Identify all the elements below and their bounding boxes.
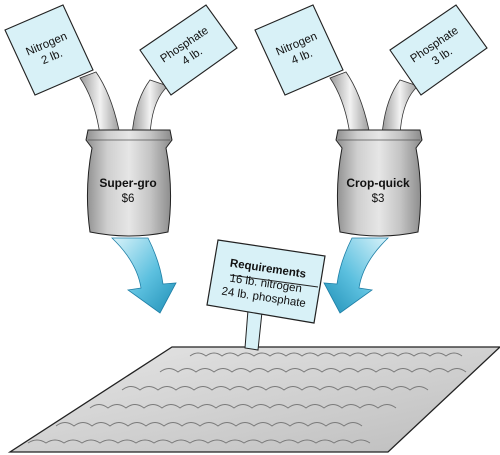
crop-quick-phosphate-tag: Phosphate 3 lb. — [389, 4, 488, 96]
left-arrow — [111, 237, 177, 314]
super-gro-bag — [85, 129, 173, 237]
field — [7, 346, 500, 453]
crop-quick-bag-group: Crop-quick $3 Nitrogen 4 lb. Phosphate 3… — [254, 4, 488, 237]
right-arrow — [323, 237, 389, 314]
super-gro-bag-group: Super-gro $6 Nitrogen 2 lb. Phosphate 4 … — [4, 4, 238, 237]
crop-quick-price: $3 — [372, 193, 385, 205]
requirements-sign: Requirements 16 lb. nitrogen 24 lb. phos… — [206, 239, 326, 351]
super-gro-nitrogen-tag: Nitrogen 2 lb. — [4, 4, 94, 96]
super-gro-name: Super-gro — [99, 176, 156, 190]
crop-quick-nitrogen-tag: Nitrogen 4 lb. — [254, 4, 344, 96]
super-gro-price: $6 — [122, 193, 135, 205]
crop-quick-bag — [335, 129, 423, 237]
super-gro-phosphate-tag: Phosphate 4 lb. — [139, 4, 238, 96]
crop-quick-name: Crop-quick — [346, 176, 410, 190]
